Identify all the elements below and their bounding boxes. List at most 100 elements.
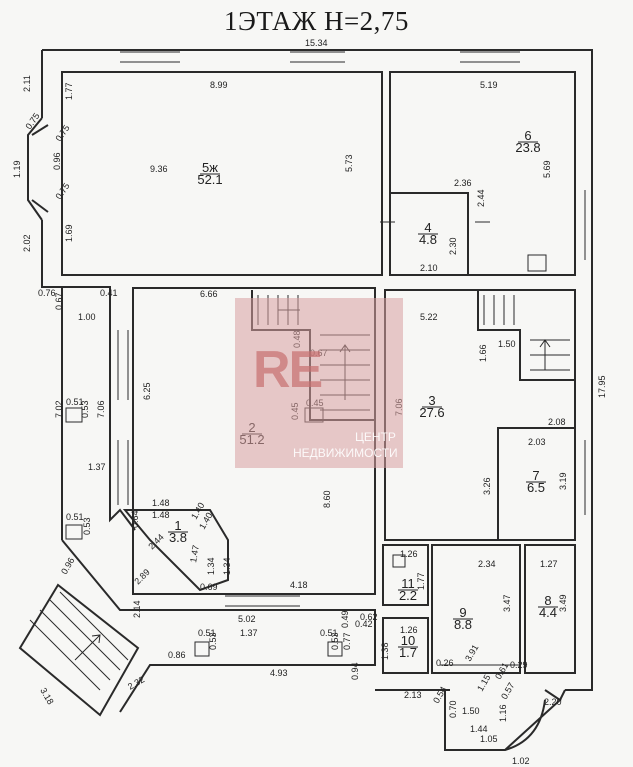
corridor-wall — [61, 539, 376, 713]
room-area: 52.1 — [197, 172, 222, 187]
dimension-label: 0.77 — [342, 632, 352, 650]
dimension-label: 0.86 — [168, 650, 186, 660]
dimension-label: 0.53 — [208, 632, 218, 650]
room-area: 27.6 — [419, 405, 444, 420]
dimension-label: 0.29 — [510, 660, 528, 670]
dimension-label: 2.44 — [476, 189, 486, 207]
dimension-label: 0.70 — [448, 700, 458, 718]
dimension-label: 1.34 — [206, 557, 216, 575]
dimension-label: 3.18 — [38, 686, 55, 706]
dimension-label: 2.08 — [548, 417, 566, 427]
room-number: 8 — [544, 593, 551, 608]
dimension-label: 4.93 — [270, 668, 288, 678]
dimension-label: 3.47 — [502, 594, 512, 612]
dimension-label: 1.26 — [400, 549, 418, 559]
dimension-label: 0.76 — [38, 288, 56, 298]
dimension-label: 1.16 — [498, 704, 508, 722]
dimension-label: 5.22 — [420, 312, 438, 322]
room-wall-11 — [382, 544, 429, 606]
dimension-label: 2.44 — [146, 532, 165, 551]
room-wall-8 — [524, 544, 576, 674]
dimension-label: 3.19 — [558, 472, 568, 490]
dimension-label: 0.94 — [350, 662, 360, 680]
dimension-label: 2.02 — [22, 234, 32, 252]
dimension-label: 2.03 — [528, 437, 546, 447]
room-number: 6 — [524, 128, 531, 143]
dimension-label: 1.50 — [462, 706, 480, 716]
dimension-label: 3.49 — [558, 594, 568, 612]
dimension-label: 4.18 — [290, 580, 308, 590]
outer-wall — [42, 49, 593, 691]
room-area: 4.4 — [539, 605, 557, 620]
dimension-label: 0.26 — [436, 658, 454, 668]
room-area: 2.2 — [399, 588, 417, 603]
dimension-label: 2.20 — [544, 697, 562, 707]
dimension-label: 17.95 — [597, 375, 607, 398]
dimension-label: 0.96 — [59, 556, 76, 576]
dimension-label: 0.51 — [66, 397, 84, 407]
dimension-label: 2.89 — [132, 567, 151, 586]
dimension-label: 0.51 — [320, 628, 338, 638]
porch — [18, 583, 140, 717]
room-number: 4 — [424, 220, 431, 235]
spiral-stair — [444, 689, 562, 751]
bay-window — [27, 117, 49, 221]
dimension-label: 0.64 — [130, 510, 140, 528]
stair-right — [477, 290, 575, 381]
floor-title: 1ЭТАЖ Н=2,75 — [224, 6, 409, 36]
room-area: 8.8 — [454, 617, 472, 632]
room-wall-9 — [431, 544, 521, 674]
dimension-label: 1.69 — [64, 224, 74, 242]
room-number: 3 — [428, 393, 435, 408]
room-area: 6.5 — [527, 480, 545, 495]
dimension-label: 8.60 — [322, 490, 332, 508]
outer-wall-left — [41, 50, 63, 540]
dimension-label: 1.38 — [380, 642, 390, 660]
dimension-label: 3.26 — [482, 477, 492, 495]
dimension-label: 0.75 — [53, 181, 71, 201]
dimension-label: 1.05 — [480, 734, 498, 744]
dimension-label: 0.51 — [198, 628, 216, 638]
watermark-box — [235, 298, 403, 468]
dimension-label: 1.27 — [540, 559, 558, 569]
room-wall-3 — [384, 289, 576, 541]
dimension-label: 9.36 — [150, 164, 168, 174]
dimension-label: 1.37 — [88, 462, 106, 472]
dimension-label: 6.66 — [200, 289, 218, 299]
dimension-label: 1.15 — [475, 673, 492, 693]
dimension-label: 0.67 — [54, 292, 64, 310]
dimension-label: 1.37 — [240, 628, 258, 638]
room-wall-10 — [382, 617, 429, 674]
dimension-label: 0.75 — [53, 123, 71, 143]
dimension-label: 0.69 — [200, 582, 218, 592]
wall-mid — [62, 286, 136, 531]
dimension-label: 1.34 — [222, 557, 232, 575]
room-number: 5ж — [202, 160, 218, 175]
dimension-label: 2.11 — [22, 75, 32, 92]
dimension-label: 1.44 — [470, 724, 488, 734]
dimension-label: 1.26 — [400, 625, 418, 635]
room-number: 1 — [174, 518, 181, 533]
dimension-label: 0.61 — [493, 661, 510, 681]
dimension-label: 5.02 — [238, 614, 256, 624]
dimension-label: 2.34 — [478, 559, 496, 569]
dimension-label: 1.48 — [152, 510, 170, 520]
dimension-label: 0.57 — [499, 681, 516, 701]
dimension-label: 6.25 — [142, 382, 152, 400]
room-area: 23.8 — [515, 140, 540, 155]
dimension-label: 3.91 — [463, 643, 480, 663]
room-number: 10 — [401, 633, 415, 648]
watermark: RE ЦЕНТР НЕДВИЖИМОСТИ — [235, 298, 403, 468]
dimension-label: 5.69 — [542, 160, 552, 178]
room-wall-1 — [122, 509, 229, 592]
dimension-label: 1.19 — [12, 160, 22, 178]
dimension-label: 1.77 — [64, 82, 74, 100]
dimension-label: 7.06 — [96, 400, 106, 418]
dimension-label: 0.41 — [100, 288, 118, 298]
dimension-label: 5.73 — [344, 154, 354, 172]
dimension-label: 1.50 — [498, 339, 516, 349]
room-number: 11 — [401, 576, 415, 591]
dimension-label: 2.10 — [420, 263, 438, 273]
dimension-label: 2.13 — [404, 690, 422, 700]
